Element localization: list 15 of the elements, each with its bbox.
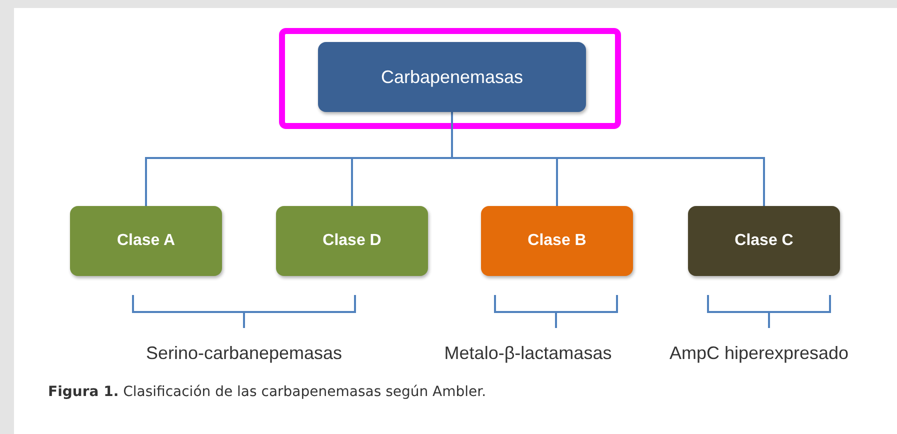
box-label: Clase D [322, 232, 382, 250]
box-label: Clase C [734, 232, 794, 250]
group-label: AmpC hiperexpresado [669, 343, 849, 364]
category-box [481, 206, 633, 276]
category-box [318, 42, 586, 112]
box-label: Carbapenemasas [380, 66, 524, 88]
box-label: Clase A [116, 232, 176, 250]
category-box [276, 206, 428, 276]
box-label: Clase B [528, 232, 586, 250]
group-label: Metalo-β-lactamasas [444, 343, 612, 364]
connector-line [451, 112, 765, 206]
group-label: Serino-carbanepemasas [146, 343, 342, 364]
figure-caption: Figura 1. Clasificación de las carbapenemasas según Ambler. [48, 384, 486, 400]
category-box [688, 206, 840, 276]
category-box [70, 206, 222, 276]
